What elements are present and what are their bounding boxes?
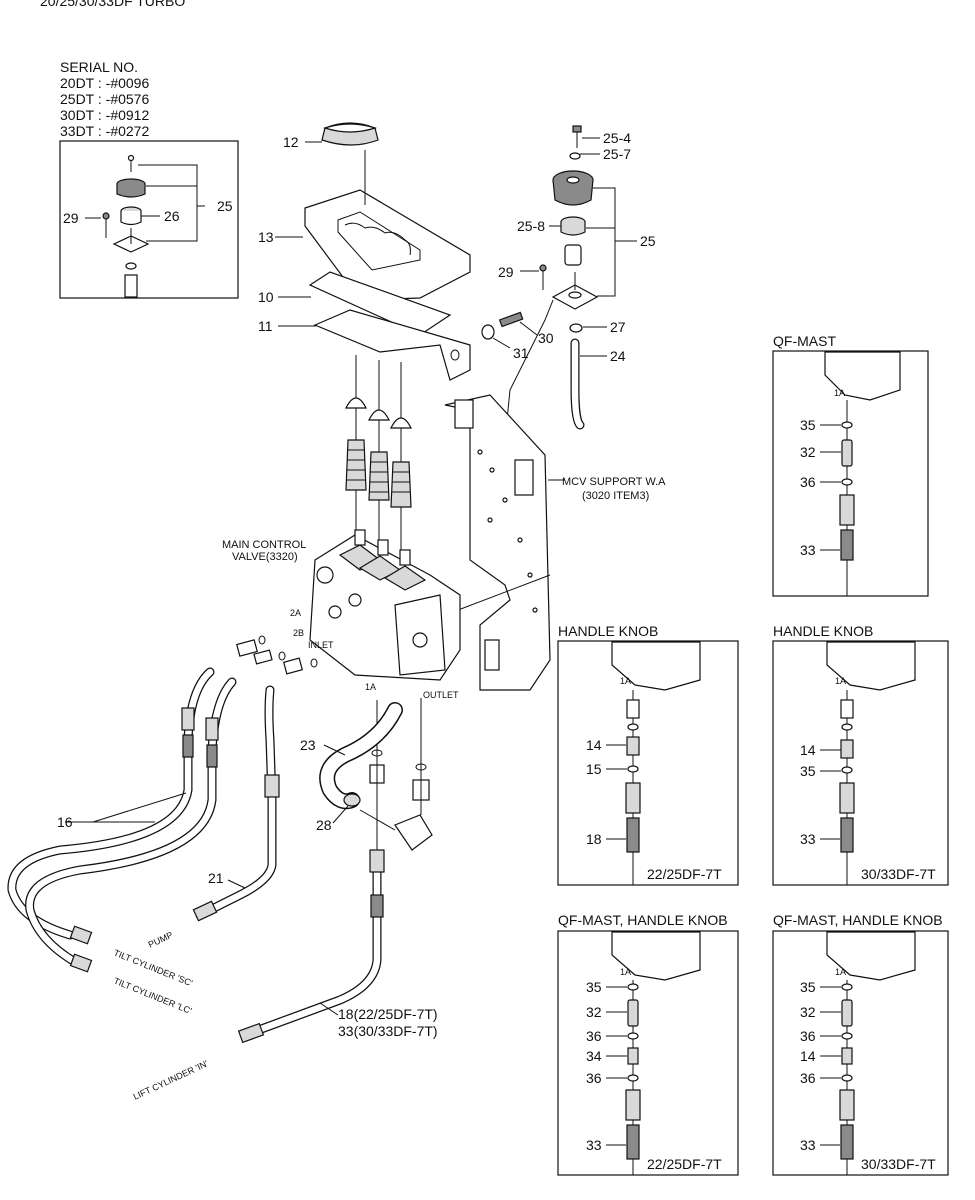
diagram-title: 20/25/30/33DF TURBO bbox=[40, 0, 185, 9]
detail-panel-frame bbox=[557, 930, 739, 1176]
label-mcv-support: MCV SUPPORT W.A bbox=[562, 476, 666, 488]
serial-line-33dt: 33DT : -#0272 bbox=[60, 123, 149, 139]
serial-inset-frame bbox=[59, 140, 239, 299]
serial-heading: SERIAL NO. bbox=[60, 59, 138, 75]
detail-port-label: 1A bbox=[835, 967, 846, 977]
guide-plate bbox=[308, 271, 452, 336]
detail-item-35: 35 bbox=[800, 979, 816, 995]
guide-bracket bbox=[313, 309, 471, 381]
callout-inset-26: 26 bbox=[164, 208, 180, 224]
detail-panel-handle-knob-22-25: HANDLE KNOB 1A 14 15 18 22/25DF-7T bbox=[557, 623, 739, 886]
main-control-valve: MAIN CONTROL VALVE(3320) 2A 2B INLET 1A … bbox=[222, 529, 461, 700]
mcv-support: MCV SUPPORT W.A (3020 ITEM3) bbox=[444, 394, 666, 691]
serial-line-20dt: 20DT : -#0096 bbox=[60, 75, 149, 91]
detail-item-14: 14 bbox=[586, 737, 602, 753]
detail-item-33: 33 bbox=[800, 1137, 816, 1153]
callout-25-7: 25-7 bbox=[603, 146, 631, 162]
detail-item-18: 18 bbox=[586, 831, 602, 847]
detail-item-36: 36 bbox=[800, 1028, 816, 1044]
callout-24: 24 bbox=[610, 348, 626, 364]
tilt-hoses: 16 TILT CYLINDER 'SC' TILT CYLINDER 'LC' bbox=[7, 667, 237, 1016]
knob-assembly: 25-4 25-7 25-8 29 27 24 bbox=[498, 125, 656, 441]
detail-item-34: 34 bbox=[586, 1048, 602, 1064]
label-lift-in: LIFT CYLINDER 'IN' bbox=[132, 1058, 210, 1102]
callout-21: 21 bbox=[208, 870, 224, 886]
callout-31: 31 bbox=[513, 345, 529, 361]
detail-item-14: 14 bbox=[800, 1048, 816, 1064]
detail-port-label: 1A bbox=[835, 676, 846, 686]
detail-panel-title: QF-MAST, HANDLE KNOB bbox=[773, 912, 943, 928]
detail-item-35: 35 bbox=[800, 763, 816, 779]
detail-item-15: 15 bbox=[586, 761, 602, 777]
callout-25: 25 bbox=[640, 233, 656, 249]
label-port-1a: 1A bbox=[365, 682, 376, 692]
callout-13: 13 bbox=[258, 229, 274, 245]
detail-item-33: 33 bbox=[586, 1137, 602, 1153]
detail-model: 30/33DF-7T bbox=[861, 1156, 936, 1172]
callout-10: 10 bbox=[258, 289, 274, 305]
detail-item-36b: 36 bbox=[586, 1070, 602, 1086]
detail-panel-qf-mast: QF-MAST 1A 35 32 36 33 bbox=[772, 333, 929, 597]
bolt-washer-group: 31 30 bbox=[481, 311, 554, 361]
detail-port-label: 1A bbox=[620, 676, 631, 686]
detail-panel-title: HANDLE KNOB bbox=[773, 623, 873, 639]
detail-panel-frame bbox=[772, 930, 949, 1176]
detail-model: 22/25DF-7T bbox=[647, 1156, 722, 1172]
detail-panel-frame bbox=[557, 640, 739, 886]
detail-panel-frame bbox=[772, 350, 929, 597]
detail-panel-title: QF-MAST, HANDLE KNOB bbox=[558, 912, 728, 928]
callout-16: 16 bbox=[57, 814, 73, 830]
detail-panel-qf-handle-30-33: QF-MAST, HANDLE KNOB 1A 35 32 36 14 36 3… bbox=[772, 912, 949, 1176]
label-port-2b: 2B bbox=[293, 628, 304, 638]
detail-panel-handle-knob-30-33: HANDLE KNOB 1A 14 35 33 30/33DF-7T bbox=[772, 623, 949, 886]
callout-23: 23 bbox=[300, 737, 316, 753]
detail-panel-title: HANDLE KNOB bbox=[558, 623, 658, 639]
callout-18-line1: 18(22/25DF-7T) bbox=[338, 1006, 438, 1022]
detail-panel-title: QF-MAST bbox=[773, 333, 836, 349]
label-port-2a: 2A bbox=[290, 608, 301, 618]
label-main-control-ref: VALVE(3320) bbox=[232, 551, 298, 563]
serial-inset: 29 26 25 bbox=[59, 140, 239, 299]
label-port-outlet: OUTLET bbox=[423, 690, 459, 700]
label-mcv-support-ref: (3020 ITEM3) bbox=[582, 490, 649, 502]
detail-item-32: 32 bbox=[800, 1004, 816, 1020]
detail-panel-qf-handle-22-25: QF-MAST, HANDLE KNOB 1A 35 32 36 34 36 3… bbox=[557, 912, 739, 1176]
callout-11: 11 bbox=[258, 318, 273, 334]
label-port-inlet: INLET bbox=[308, 640, 334, 650]
callout-25-8: 25-8 bbox=[517, 218, 545, 234]
serial-line-25dt: 25DT : -#0576 bbox=[60, 91, 149, 107]
detail-item-36b: 36 bbox=[800, 1070, 816, 1086]
callout-27: 27 bbox=[610, 319, 626, 335]
callout-33-line2: 33(30/33DF-7T) bbox=[338, 1023, 438, 1039]
serial-number-block: SERIAL NO. 20DT : -#0096 25DT : -#0576 3… bbox=[60, 59, 149, 139]
callout-12: 12 bbox=[283, 134, 299, 150]
return-hose: 23 28 bbox=[300, 702, 403, 833]
callout-inset-25: 25 bbox=[217, 198, 233, 214]
detail-port-label: 1A bbox=[620, 967, 631, 977]
detail-item-33: 33 bbox=[800, 542, 816, 558]
callout-30: 30 bbox=[538, 330, 554, 346]
detail-item-35: 35 bbox=[586, 979, 602, 995]
detail-item-36: 36 bbox=[800, 474, 816, 490]
callout-29: 29 bbox=[498, 264, 514, 280]
detail-item-33: 33 bbox=[800, 831, 816, 847]
detail-item-36: 36 bbox=[586, 1028, 602, 1044]
detail-port-label: 1A bbox=[834, 388, 845, 398]
detail-item-32: 32 bbox=[586, 1004, 602, 1020]
detail-item-14: 14 bbox=[800, 742, 816, 758]
serial-line-30dt: 30DT : -#0912 bbox=[60, 107, 149, 123]
detail-item-32: 32 bbox=[800, 444, 816, 460]
detail-model: 30/33DF-7T bbox=[861, 866, 936, 882]
lever-boots bbox=[345, 397, 412, 508]
callout-28: 28 bbox=[316, 817, 332, 833]
detail-item-35: 35 bbox=[800, 417, 816, 433]
detail-panel-frame bbox=[772, 640, 949, 886]
detail-model: 22/25DF-7T bbox=[647, 866, 722, 882]
label-main-control: MAIN CONTROL bbox=[222, 539, 306, 551]
label-pump: PUMP bbox=[147, 930, 175, 950]
callout-25-4: 25-4 bbox=[603, 130, 631, 146]
callout-inset-29: 29 bbox=[63, 210, 79, 226]
lever-guide-assembly: 12 13 10 11 bbox=[258, 122, 471, 560]
